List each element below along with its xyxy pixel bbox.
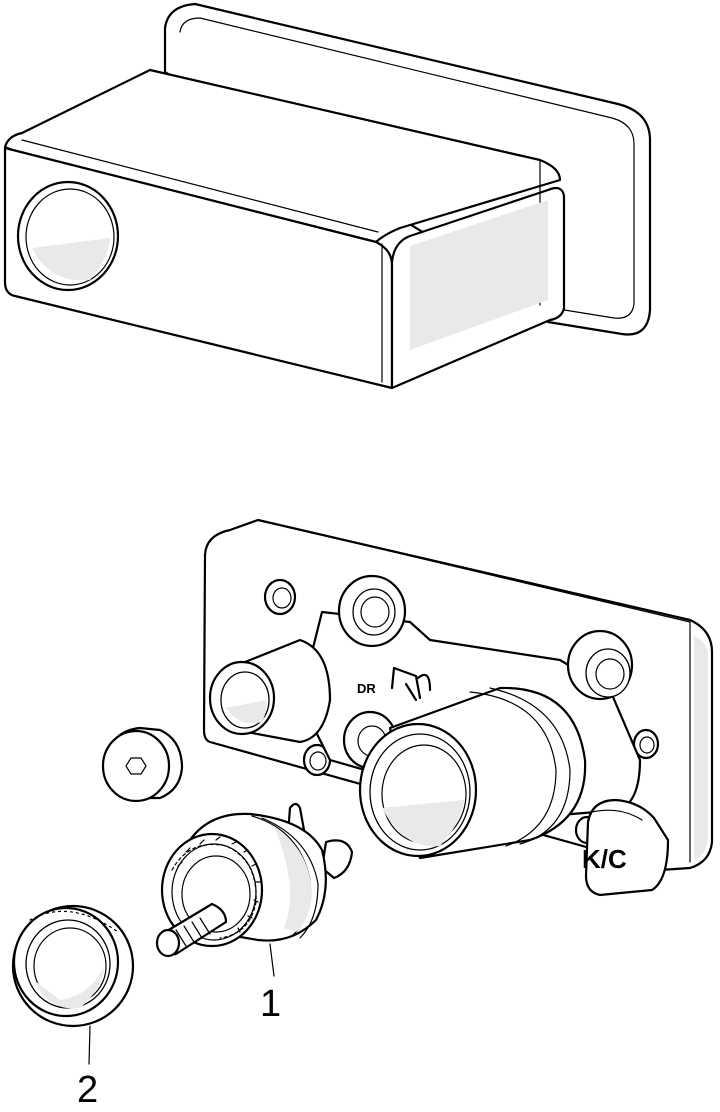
ring-knurl [29,910,119,933]
kc-outlet-stub [584,798,670,897]
cover-front-edge-line [21,139,379,233]
cartridge-teeth [171,843,257,939]
flow-arrows-symbol [390,666,432,702]
plug-cap [101,726,184,803]
right-port-boss [566,629,634,701]
cover-hole-shade [32,238,110,281]
cover-side-shade [410,200,548,350]
cartridge-side-lug [320,839,354,880]
body-plate-side-shade [694,636,708,860]
cover-ridge-line [149,69,521,157]
ring-inner [25,919,111,1009]
thermostatic-cartridge [155,802,354,958]
valve-body: K/C DR [202,518,714,897]
mixer-bore [358,686,587,860]
callout-2: 2 [77,1025,98,1111]
spindle-tip [155,928,181,958]
ring-inner-shade [34,966,104,1009]
cartridge-body-shade [274,826,312,932]
hex-socket-icon [125,757,147,775]
upper-port-boss [337,574,407,648]
callout-2-leader [88,1025,91,1065]
kc-marking: K/C [582,844,627,874]
cover-housing [3,2,652,390]
left-outlet-spigot [208,638,332,744]
callout-2-label: 2 [77,1069,98,1107]
cover-top-face [3,68,562,244]
cover-outlet-hole-inner [25,188,115,286]
callout-1-leader [269,943,275,977]
retaining-ring [11,904,135,1028]
cartridge-inner-ring [181,855,251,933]
cover-back-plate-inner-edge [179,17,635,319]
body-plate-edge-lines [257,519,691,863]
dr-marking: DR [357,681,376,696]
mounting-hole-top-left [263,578,297,616]
cartridge-ring-line-2 [261,817,319,939]
callout-1-label: 1 [260,983,281,1025]
spindle-splines [175,917,211,947]
callout-1: 1 [260,943,281,1025]
